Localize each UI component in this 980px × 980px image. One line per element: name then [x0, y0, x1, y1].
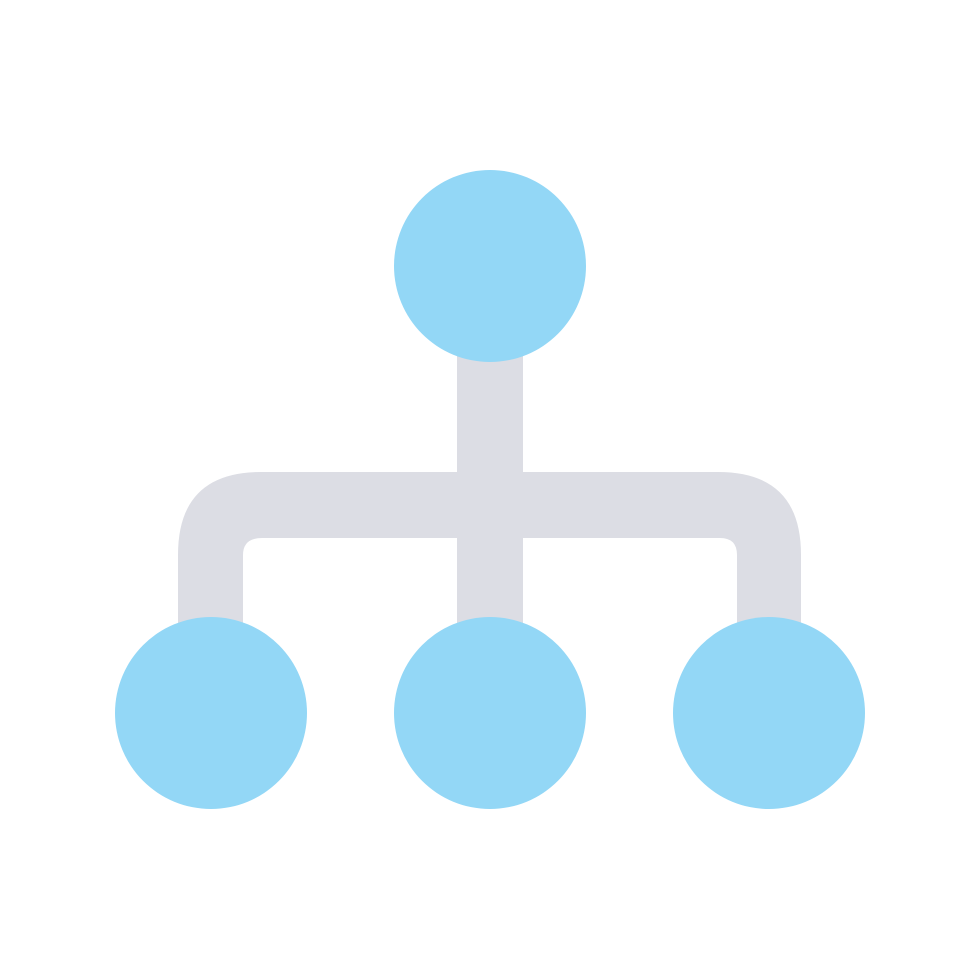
center-child-node [394, 617, 586, 809]
nodes [115, 170, 865, 809]
connector-center-drop [457, 500, 523, 640]
connector-lines [178, 350, 801, 640]
left-child-node [115, 617, 307, 809]
connector-branch [178, 472, 801, 640]
right-child-node [673, 617, 865, 809]
root-node [394, 170, 586, 362]
